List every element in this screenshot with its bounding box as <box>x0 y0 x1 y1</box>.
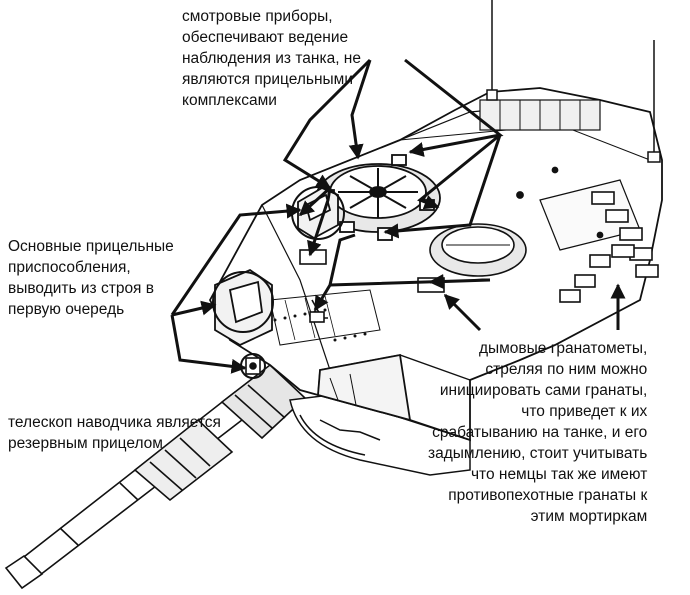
label-line: обеспечивают ведение <box>182 29 349 46</box>
label-line: дымовые гранатометы, <box>478 340 648 357</box>
label-line: выводить из строя в <box>8 280 154 297</box>
label-line: комплексами <box>182 92 277 109</box>
label-gunner-telescope: телескоп наводчика является резервным пр… <box>8 412 221 454</box>
label-line: этим мортиркам <box>530 508 648 525</box>
turret-ring <box>289 394 471 476</box>
smoke-launchers <box>417 191 659 303</box>
antennas <box>486 0 661 163</box>
label-main-sights: Основные прицельные приспособления, выво… <box>8 236 174 320</box>
label-line: смотровые приборы, <box>182 8 333 25</box>
gun-barrel <box>4 363 307 590</box>
label-line: телескоп наводчика является <box>8 414 221 431</box>
loader-hatch <box>429 223 527 277</box>
label-line: приспособления, <box>8 259 131 276</box>
label-line: Основные прицельные <box>8 238 174 255</box>
label-line: первую очередь <box>8 301 125 318</box>
label-line: инициировать сами гранаты, <box>439 382 648 399</box>
label-smoke-launchers: дымовые гранатометы, стреляя по ним можн… <box>428 338 647 527</box>
label-line: срабатыванию на танке, и его <box>432 424 648 441</box>
label-line: являются прицельными <box>182 71 353 88</box>
label-observation-devices: смотровые приборы, обеспечивают ведение … <box>182 6 361 111</box>
callout-arrows <box>170 58 626 374</box>
label-line: задымлению, стоит учитывать <box>428 445 648 462</box>
label-line: резервным прицелом <box>8 435 163 452</box>
label-line: что приведет к их <box>521 403 648 420</box>
label-line: что немцы так же имеют <box>470 466 648 483</box>
gunner-telescope <box>245 357 261 375</box>
label-line: наблюдения из танка, не <box>182 50 361 67</box>
label-line: стреляя по ним можно <box>485 361 648 378</box>
label-line: противопехотные гранаты к <box>448 487 648 504</box>
main-sight-lower <box>214 268 273 347</box>
